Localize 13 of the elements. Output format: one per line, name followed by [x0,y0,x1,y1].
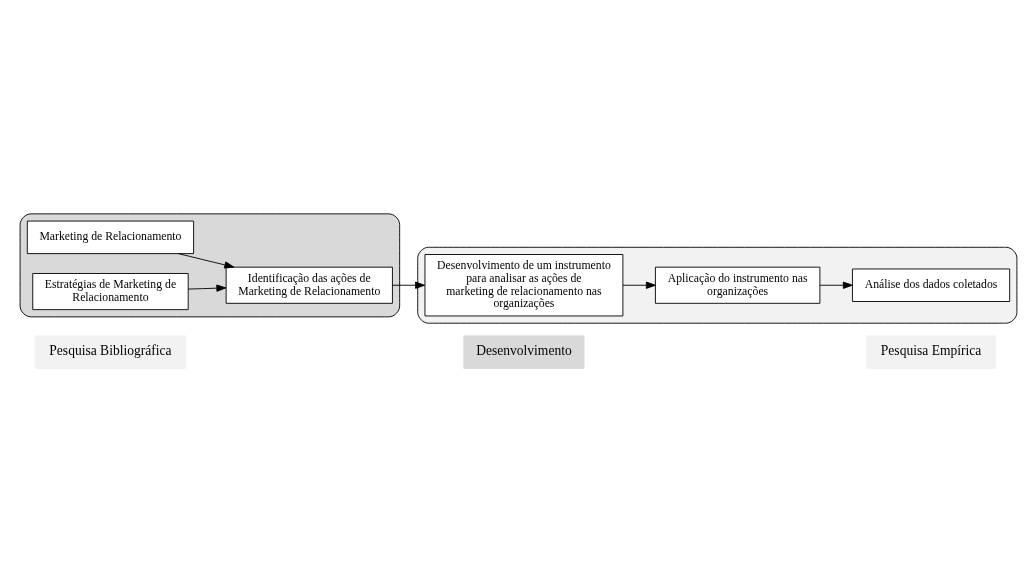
node-box: Aplicação do instrumento nas organizações [654,266,820,304]
arrow [622,281,656,289]
arrow [187,284,226,292]
node-box: Estratégias de Marketing de Relacionamento [31,273,189,311]
arrow [819,281,853,289]
cluster [19,213,400,318]
arrow [177,253,234,269]
node-box: Identificação das ações de Marketing de Relacionamento [225,266,393,304]
arrow [391,281,425,289]
node-box: Análise dos dados coletados [851,268,1010,302]
node-box: Desenvolvimento de um instrumento para analisar as ações de marketing de relacionamento nas organizações [424,254,623,317]
node-box: Desenvolvimento [462,335,584,369]
node-box: Marketing de Relacionamento [26,220,194,255]
